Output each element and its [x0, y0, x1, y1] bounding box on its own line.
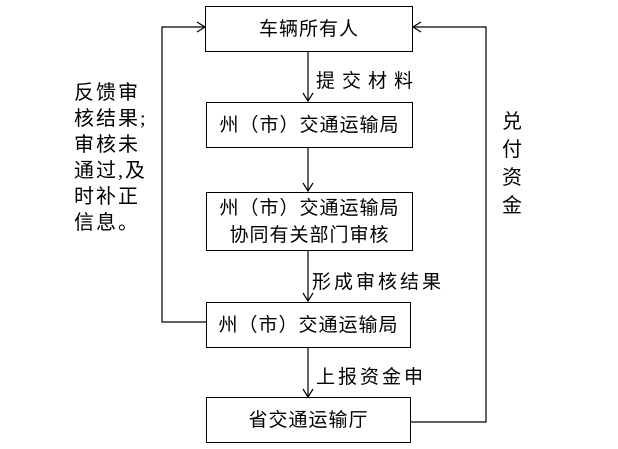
edge-label-review-result: 形成审核结果 — [312, 272, 445, 293]
node-vehicle-owner: 车辆所有人 — [205, 6, 413, 52]
arrow-feedback-left — [161, 21, 207, 323]
node-vehicle-owner-label: 车辆所有人 — [258, 18, 359, 40]
arrow-bureau1-to-bureau2 — [302, 148, 314, 193]
node-city-bureau-review: 州（市）交通运输局 协同有关部门审核 — [206, 192, 413, 251]
node-city-bureau-report-label: 州（市）交通运输局 — [218, 314, 399, 336]
edge-label-submit-materials: 提交材料 — [316, 71, 421, 92]
note-disburse-funds: 兑 付 资 金 — [502, 111, 522, 217]
node-provincial-dept-label: 省交通运输厅 — [248, 409, 369, 431]
node-city-bureau-intake-label: 州（市）交通运输局 — [219, 114, 400, 136]
arrow-funds-right — [411, 21, 487, 423]
arrow-bureau3-to-dept — [302, 348, 314, 399]
note-feedback-correction: 反馈审 核结果; 审核未 通过,及 时补正 信息。 — [74, 82, 148, 234]
arrow-owner-to-bureau1 — [302, 52, 314, 103]
node-provincial-dept: 省交通运输厅 — [206, 397, 411, 443]
arrow-bureau2-to-bureau3 — [302, 251, 314, 303]
node-city-bureau-review-label-line2: 协同有关部门审核 — [229, 224, 390, 246]
node-city-bureau-report: 州（市）交通运输局 — [206, 302, 411, 348]
edge-label-report-funds: 上报资金申 — [316, 367, 427, 388]
node-city-bureau-intake: 州（市）交通运输局 — [206, 102, 413, 148]
node-city-bureau-review-label-line1: 州（市）交通运输局 — [219, 197, 400, 219]
